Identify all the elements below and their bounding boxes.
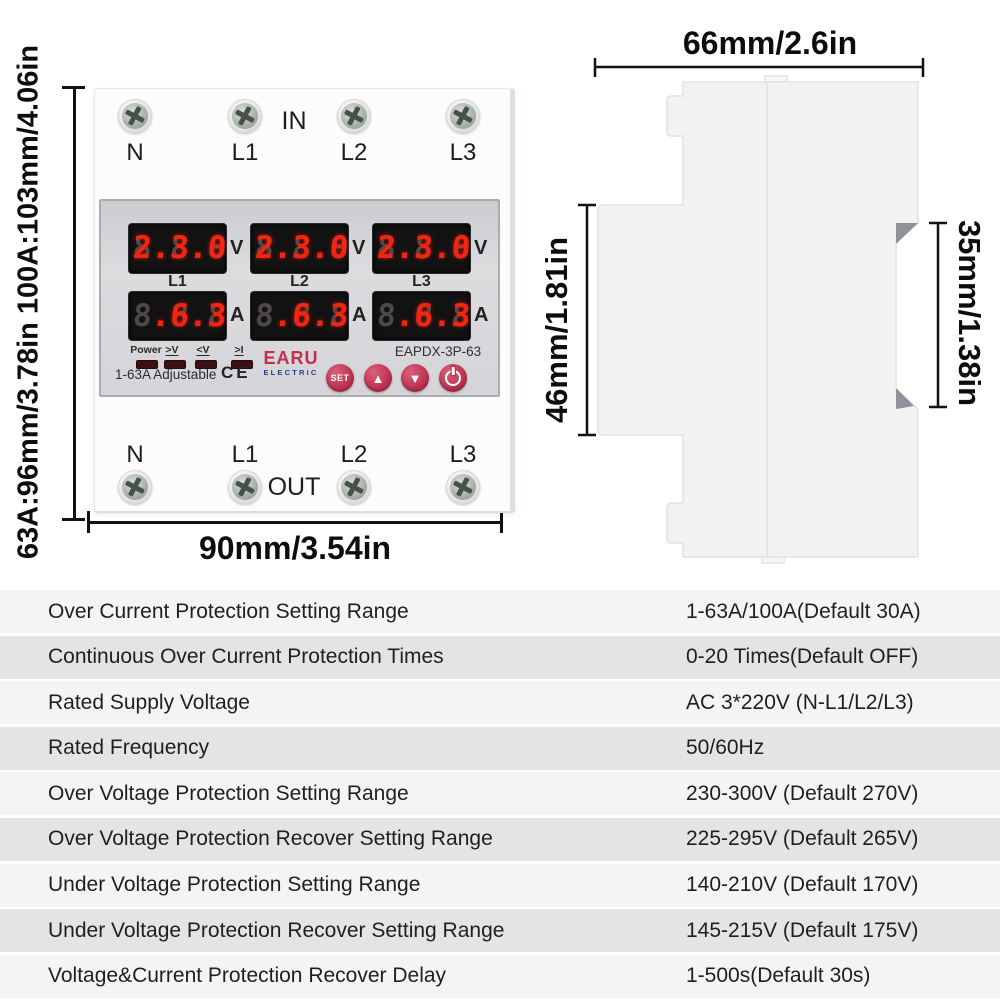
- up-arrow-icon: ▲: [371, 370, 385, 386]
- spec-label: Over Voltage Protection Recover Setting …: [48, 827, 493, 851]
- din-clip-bottom: [896, 388, 914, 409]
- spec-row: Over Voltage Protection Recover Setting …: [0, 817, 1000, 861]
- front-width-dimension-label: 90mm/3.54in: [198, 530, 392, 566]
- front-width-dimension-line: [88, 521, 502, 524]
- spec-row: Voltage&Current Protection Recover Delay…: [0, 954, 1000, 998]
- power-indicator-label: Power: [130, 344, 162, 356]
- over-voltage-indicator-label: >V: [165, 344, 179, 356]
- current-display-l1: 8.8.8 .6.3: [129, 292, 226, 340]
- phase-label-l2: L2: [290, 273, 309, 290]
- terminal-label-l3-bottom: L3: [449, 441, 477, 468]
- spec-row: Over Voltage Protection Setting Range 23…: [0, 772, 1000, 816]
- terminal-label-n-top: N: [126, 139, 144, 166]
- over-current-led-icon: [231, 360, 253, 369]
- adjustable-range-label: 1-63A Adjustable: [115, 367, 217, 382]
- volt-unit-label: V: [230, 237, 244, 259]
- spec-label: Over Voltage Protection Setting Range: [48, 781, 409, 805]
- spec-row: Continuous Over Current Protection Times…: [0, 635, 1000, 679]
- voltage-display-l2: 8.8.8 2.3.0: [251, 224, 348, 273]
- amp-unit-label: A: [230, 304, 245, 326]
- voltage-display-l3: 8.8.8 2.3.0: [373, 224, 470, 273]
- spec-label: Voltage&Current Protection Recover Delay: [48, 964, 447, 988]
- down-button: ▼: [401, 364, 429, 392]
- spec-row: Over Current Protection Setting Range 1-…: [0, 590, 1000, 633]
- power-icon: [445, 367, 461, 386]
- spec-row: Rated Frequency 50/60Hz: [0, 726, 1000, 770]
- screw-icon: [337, 470, 371, 504]
- spec-value: 1-63A/100A(Default 30A): [686, 599, 921, 623]
- under-voltage-indicator-label: <V: [196, 344, 210, 356]
- spec-table: Over Current Protection Setting Range 1-…: [0, 590, 1000, 998]
- brand-name: EARU: [263, 348, 319, 368]
- spec-value: 230-300V (Default 270V): [686, 781, 919, 805]
- spec-value: 145-215V (Default 175V): [686, 918, 919, 942]
- terminal-label-l1-top: L1: [231, 139, 259, 166]
- down-arrow-icon: ▼: [408, 370, 422, 386]
- screw-icon: [446, 99, 480, 133]
- spec-value: 0-20 Times(Default OFF): [686, 645, 919, 669]
- spec-row: Rated Supply Voltage AC 3*220V (N-L1/L2/…: [0, 681, 1000, 725]
- spec-value: 225-295V (Default 265V): [686, 827, 919, 851]
- over-current-indicator-label: >I: [234, 344, 244, 356]
- amp-unit-label: A: [474, 304, 489, 326]
- brand-logo: EARU ELECTRIC: [245, 349, 337, 377]
- side-rail-dimension-label: 35mm/1.38in: [952, 219, 987, 407]
- front-width-dimension-tick-right: [500, 511, 503, 533]
- phase-label-l1: L1: [168, 273, 187, 290]
- power-led-icon: [136, 360, 158, 369]
- front-height-dimension-label: 63A:96mm/3.78in 100A:103mm/4.06in: [12, 44, 45, 560]
- front-height-dimension-line: [73, 87, 76, 521]
- over-voltage-led-icon: [164, 360, 186, 369]
- side-view-diagram: [578, 58, 947, 564]
- spec-label: Continuous Over Current Protection Times: [48, 645, 444, 669]
- out-label: OUT: [267, 473, 321, 501]
- spec-value: AC 3*220V (N-L1/L2/L3): [686, 690, 914, 714]
- terminal-label-l1-bottom: L1: [231, 441, 259, 468]
- spec-label: Rated Frequency: [48, 736, 210, 760]
- screw-icon: [228, 99, 262, 133]
- front-height-dimension-tick-bottom: [62, 518, 85, 521]
- set-button: SET: [326, 364, 354, 392]
- brand-subtitle: ELECTRIC: [263, 368, 319, 377]
- screw-icon: [446, 470, 480, 504]
- volt-unit-label: V: [352, 237, 366, 259]
- volt-unit-label: V: [474, 237, 488, 259]
- up-button: ▲: [364, 364, 392, 392]
- screw-icon: [337, 99, 371, 133]
- spec-label: Under Voltage Protection Recover Setting…: [48, 918, 505, 942]
- spec-row: Under Voltage Protection Recover Setting…: [0, 909, 1000, 953]
- phase-label-l3: L3: [412, 273, 431, 290]
- front-height-dimension-tick-top: [62, 86, 85, 89]
- screw-icon: [118, 470, 152, 504]
- terminal-label-l2-bottom: L2: [340, 441, 368, 468]
- side-profile: [597, 81, 919, 558]
- terminal-label-l2-top: L2: [340, 139, 368, 166]
- terminal-label-n-bottom: N: [126, 441, 144, 468]
- spec-value: 50/60Hz: [686, 736, 765, 760]
- side-depth-dimension-label: 46mm/1.81in: [539, 236, 574, 424]
- spec-label: Under Voltage Protection Setting Range: [48, 873, 421, 897]
- din-clip-top: [896, 223, 918, 244]
- under-voltage-led-icon: [195, 360, 217, 369]
- ce-mark: CE: [221, 363, 251, 382]
- amp-unit-label: A: [352, 304, 367, 326]
- screw-icon: [118, 99, 152, 133]
- current-display-l2: 8.8.8 .6.3: [251, 292, 348, 340]
- model-number: EAPDX-3P-63: [394, 344, 482, 359]
- spec-value: 140-210V (Default 170V): [686, 873, 919, 897]
- front-view: IN N L1 L2 L3 8.8.8 2.3.0 8.8.8 2.3.0 8.…: [94, 88, 515, 513]
- terminal-label-l3-top: L3: [449, 139, 477, 166]
- in-label: IN: [281, 107, 307, 135]
- spec-row: Under Voltage Protection Setting Range 1…: [0, 863, 1000, 907]
- screw-icon: [228, 470, 262, 504]
- front-width-dimension-tick-left: [87, 511, 90, 533]
- voltage-display-l1: 8.8.8 2.3.0: [129, 224, 226, 273]
- power-button: [439, 364, 467, 392]
- side-width-dimension-label: 66mm/2.6in: [682, 25, 858, 61]
- spec-label: Rated Supply Voltage: [48, 690, 250, 714]
- spec-label: Over Current Protection Setting Range: [48, 599, 409, 623]
- spec-value: 1-500s(Default 30s): [686, 964, 871, 988]
- current-display-l3: 8.8.8 .6.3: [373, 292, 470, 340]
